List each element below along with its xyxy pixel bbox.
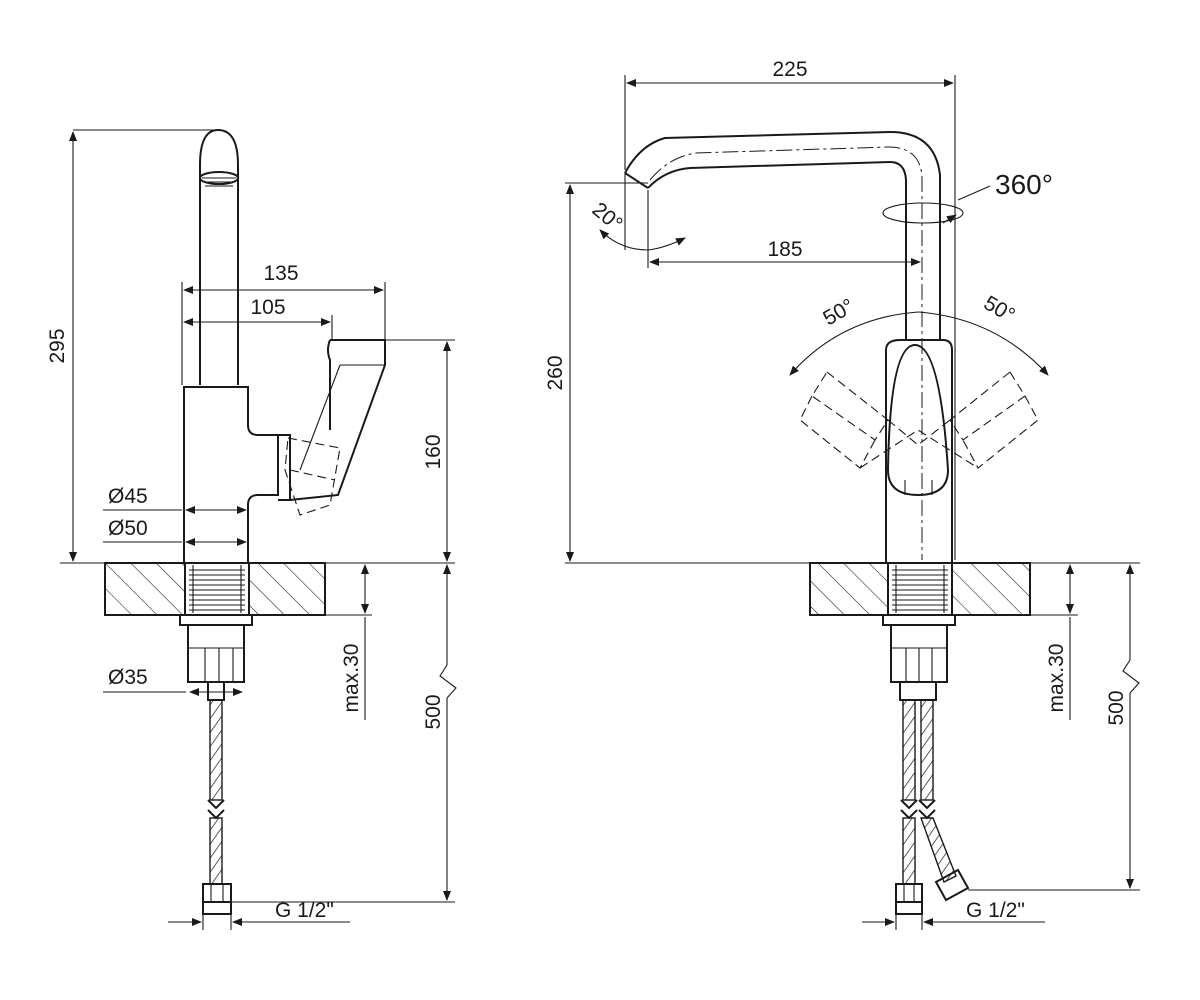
- side-countertop: [60, 562, 455, 616]
- side-hose-connector: [202, 883, 232, 903]
- front-thread-g12-label: G 1/2": [966, 899, 1025, 922]
- aerator-angle-label: 20°: [588, 198, 627, 236]
- dim-max30-label: max.30: [340, 644, 363, 713]
- front-mount-thread: [892, 565, 948, 613]
- front-view: 225 360° 20° 185 260 50° 50°: [544, 58, 1140, 930]
- front-dimensions: 225 360° 20° 185 260 50° 50°: [544, 58, 1140, 930]
- front-hose-right: [920, 699, 934, 801]
- dim-295-label: 295: [46, 328, 69, 363]
- front-hose-left: [902, 699, 916, 801]
- side-faucet-body: [179, 128, 386, 915]
- dim-diam50-label: Ø50: [108, 517, 148, 540]
- front-dim-max30-label: max.30: [1045, 644, 1068, 713]
- thread-g12-label: G 1/2": [275, 899, 334, 922]
- handle-angle-left-label: 50°: [819, 294, 858, 330]
- side-hose: [209, 699, 223, 801]
- dim-500-label: 500: [422, 694, 445, 729]
- front-faucet-body: [624, 130, 1039, 915]
- dim-185-label: 185: [767, 238, 802, 261]
- rotation-360-icon: [882, 202, 964, 224]
- side-handle: [289, 339, 386, 501]
- dim-105-label: 105: [250, 296, 285, 319]
- dim-260-label: 260: [544, 355, 567, 390]
- handle-angle-right-label: 50°: [980, 291, 1019, 327]
- handle-alt-position: [284, 437, 341, 516]
- front-handle: [886, 343, 950, 497]
- dim-160-label: 160: [422, 434, 445, 469]
- dim-diam35-label: Ø35: [108, 666, 148, 689]
- front-dim-500-label: 500: [1105, 690, 1128, 725]
- side-view: 295 135 105 160 Ø45 Ø50 Ø: [46, 128, 457, 930]
- dim-135-label: 135: [263, 262, 298, 285]
- side-mount-thread: [189, 565, 245, 613]
- front-countertop: [565, 562, 1140, 616]
- side-nut: [187, 624, 245, 683]
- aerator-icon: [199, 171, 239, 185]
- dim-225-label: 225: [772, 58, 807, 81]
- rotation-360-label: 360°: [995, 169, 1053, 200]
- side-dimensions: 295 135 105 160 Ø45 Ø50 Ø: [46, 129, 457, 930]
- front-spout: [624, 130, 941, 340]
- dim-diam45-label: Ø45: [108, 485, 148, 508]
